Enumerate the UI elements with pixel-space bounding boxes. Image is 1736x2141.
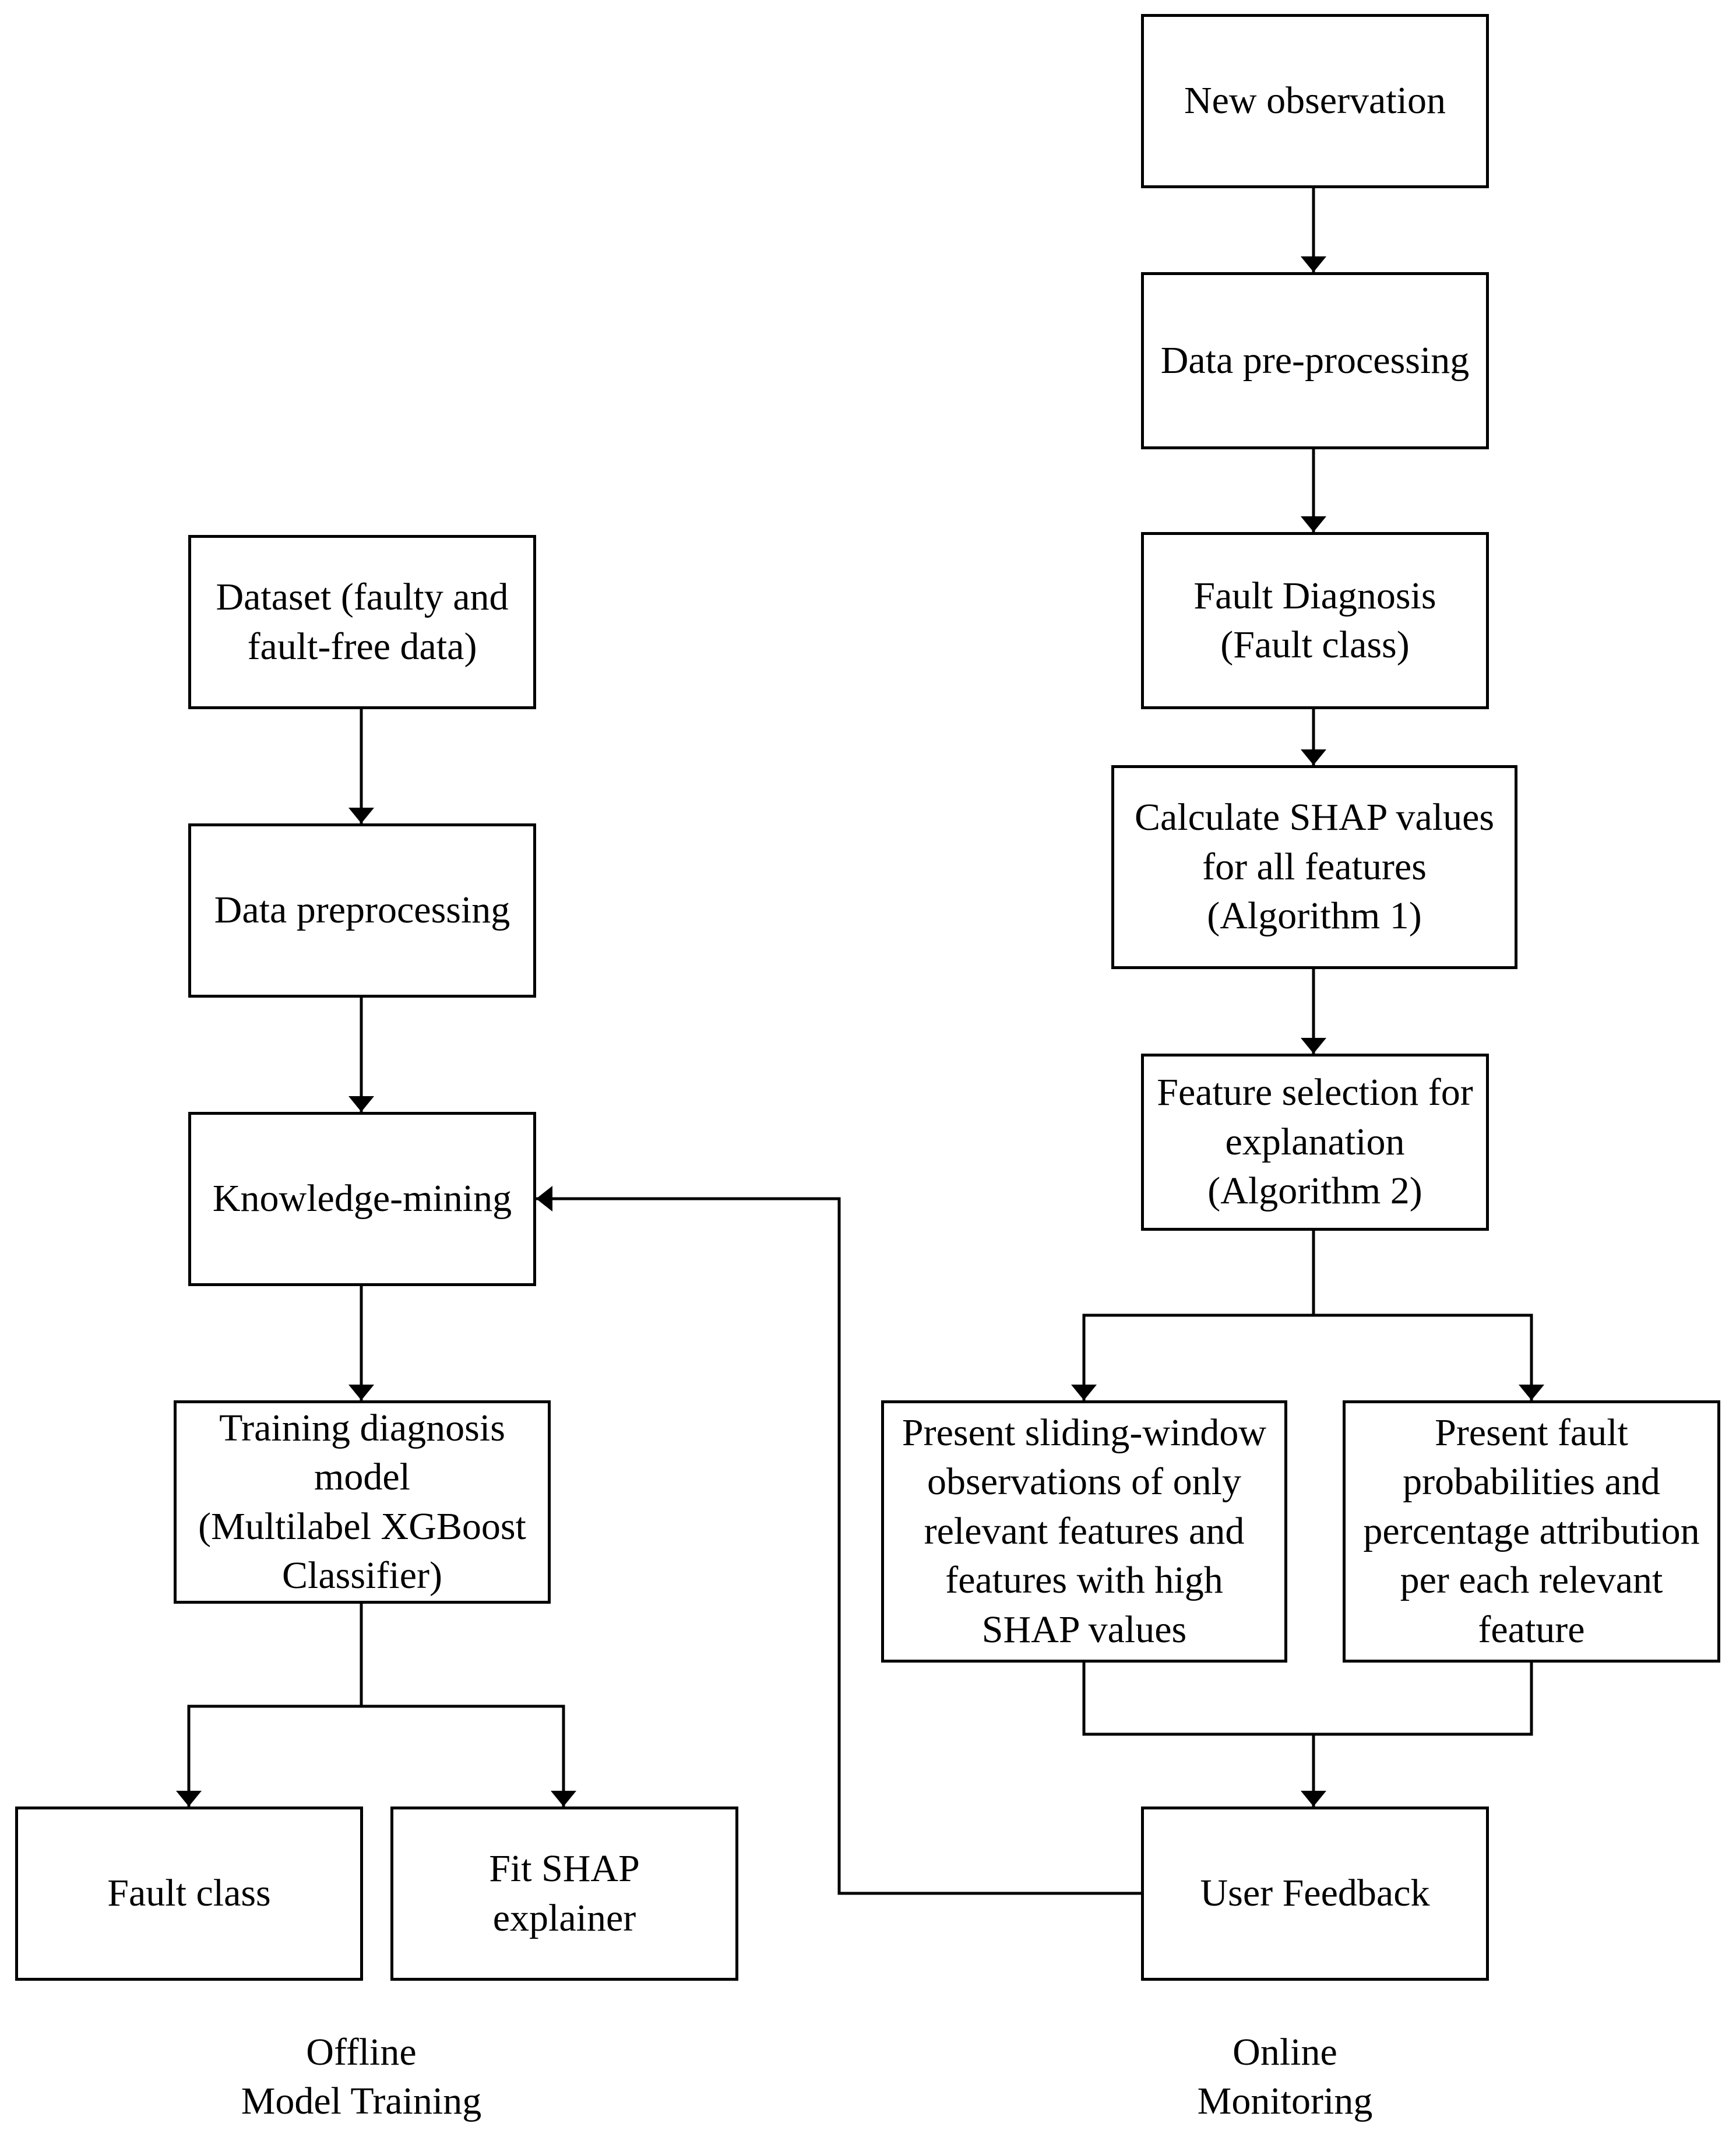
arrowhead bbox=[536, 1186, 552, 1212]
label-line: Classifier) bbox=[282, 1554, 442, 1597]
present-sliding-window-box: Present sliding-window observations of on… bbox=[881, 1400, 1287, 1663]
label-line: Fault class bbox=[107, 1872, 271, 1915]
label-line: (Multilabel XGBoost bbox=[198, 1505, 526, 1548]
user-feedback-box: User Feedback bbox=[1141, 1807, 1489, 1981]
label-line: explanation bbox=[1225, 1120, 1405, 1163]
label-line: observations of only bbox=[927, 1460, 1241, 1503]
label-line: for all features bbox=[1202, 845, 1427, 888]
arrowhead bbox=[1301, 1038, 1326, 1054]
fit-shap-explainer-box: Fit SHAP explainer bbox=[390, 1807, 738, 1981]
label-line: Data preprocessing bbox=[214, 889, 510, 932]
label-line: Present fault bbox=[1435, 1411, 1628, 1454]
label-line: fault-free data) bbox=[247, 625, 477, 668]
calculate-shap-values-box: Calculate SHAP values for all features (Al… bbox=[1111, 765, 1517, 969]
label-line: New observation bbox=[1184, 79, 1446, 122]
present-fault-probabilities-box: Present fault probabilities and percentage… bbox=[1343, 1400, 1720, 1663]
label-line: percentage attribution bbox=[1363, 1509, 1700, 1552]
label-line: relevant features and bbox=[924, 1509, 1245, 1552]
arrowhead bbox=[1301, 516, 1326, 532]
label-line: Online bbox=[1233, 2031, 1337, 2073]
label-line: Model Training bbox=[241, 2080, 482, 2123]
arrowhead bbox=[176, 1791, 202, 1807]
label-line: feature bbox=[1478, 1608, 1585, 1651]
label-line: Feature selection for bbox=[1157, 1071, 1473, 1114]
label-line: Fault Diagnosis bbox=[1193, 574, 1436, 617]
label-line: Knowledge-mining bbox=[212, 1177, 512, 1220]
data-preprocessing-box: Data preprocessing bbox=[188, 823, 536, 998]
fault-class-box: Fault class bbox=[15, 1807, 363, 1981]
label-line: Dataset (faulty and bbox=[216, 576, 509, 619]
arrowhead bbox=[1519, 1385, 1544, 1400]
label-line: Data pre-processing bbox=[1160, 339, 1470, 382]
label-line: model bbox=[314, 1456, 410, 1499]
arrowhead bbox=[348, 1096, 374, 1112]
training-diagnosis-model-box: Training diagnosis model (Multilabel XGBoo… bbox=[174, 1400, 551, 1604]
arrowhead bbox=[348, 808, 374, 823]
feature-selection-box: Feature selection for explanation (Algorit… bbox=[1141, 1054, 1489, 1231]
merge-presentations-to-feedback bbox=[1082, 1663, 1533, 1807]
arrowhead bbox=[1301, 256, 1326, 272]
feedback-loop-to-knowledge bbox=[536, 1197, 1141, 1895]
arrowhead bbox=[1071, 1385, 1097, 1400]
arrowhead bbox=[551, 1791, 576, 1807]
label-line: User Feedback bbox=[1200, 1872, 1430, 1915]
arrowhead bbox=[348, 1385, 374, 1400]
label-line: explainer bbox=[492, 1896, 636, 1939]
label-line: Present sliding-window bbox=[902, 1411, 1267, 1454]
label-line: Fit SHAP bbox=[489, 1847, 640, 1890]
label-line: (Algorithm 1) bbox=[1207, 895, 1422, 938]
dataset-box: Dataset (faulty and fault-free data) bbox=[188, 535, 536, 709]
fault-diagnosis-box: Fault Diagnosis (Fault class) bbox=[1141, 532, 1489, 709]
arrowhead bbox=[1301, 749, 1326, 765]
label-line: features with high bbox=[945, 1559, 1223, 1602]
split-feature-selection-to-presentations bbox=[1082, 1231, 1533, 1400]
arrowhead bbox=[1301, 1791, 1326, 1807]
label-line: Monitoring bbox=[1197, 2080, 1373, 2123]
label-line: Training diagnosis bbox=[219, 1406, 505, 1449]
label-line: Offline bbox=[306, 2031, 417, 2073]
knowledge-mining-box: Knowledge-mining bbox=[188, 1112, 536, 1286]
split-training-to-outputs bbox=[187, 1604, 565, 1807]
label-line: (Fault class) bbox=[1220, 624, 1410, 666]
label-line: (Algorithm 2) bbox=[1207, 1170, 1422, 1213]
label-line: SHAP values bbox=[981, 1608, 1187, 1651]
new-observation-box: New observation bbox=[1141, 14, 1489, 188]
label-line: Calculate SHAP values bbox=[1134, 796, 1495, 839]
label-line: per each relevant bbox=[1400, 1559, 1663, 1602]
label-line: probabilities and bbox=[1403, 1460, 1660, 1503]
data-pre-processing-box: Data pre-processing bbox=[1141, 272, 1489, 449]
